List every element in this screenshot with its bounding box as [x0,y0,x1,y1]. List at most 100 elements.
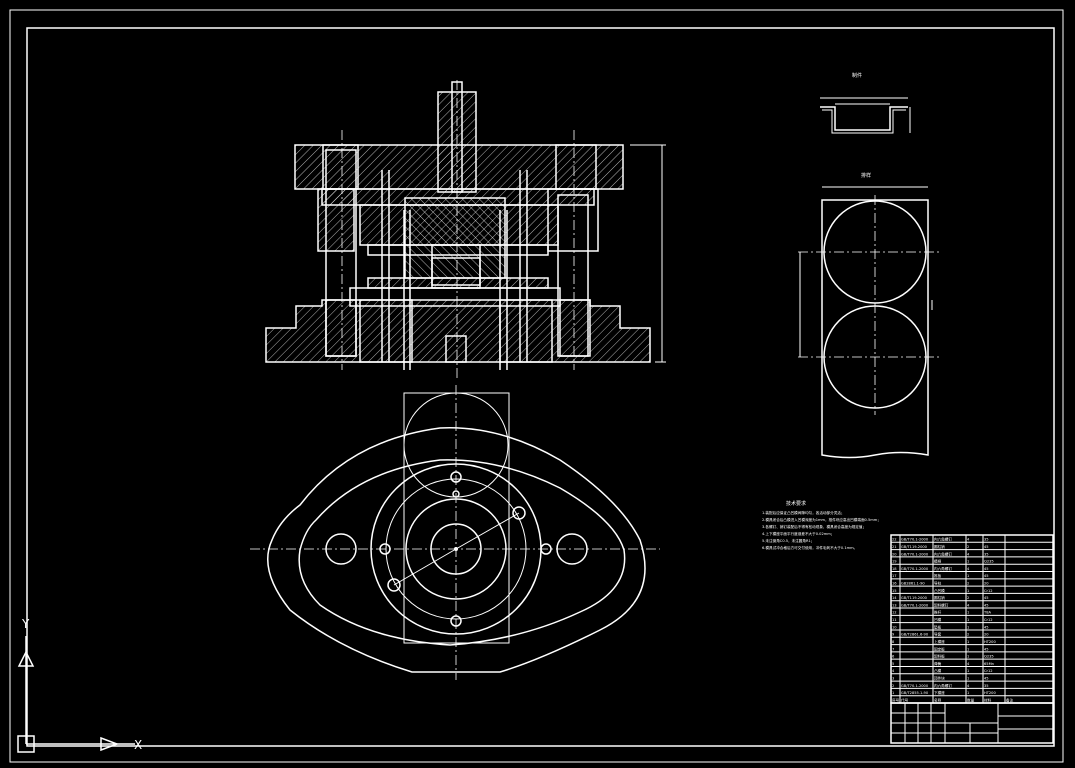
bom-cell: 22 [892,538,897,542]
bom-cell: 4 [967,538,970,542]
top-plan-view[interactable] [250,385,660,680]
bom-cell: 4 [967,603,970,607]
bom-cell: 1 [967,669,969,673]
bom-cell: 凸凹模 [934,588,945,593]
bom-cell: 20 [984,582,989,586]
front-section-view[interactable] [265,80,666,380]
bom-cell: 1 [967,676,969,680]
bom-cell: 15 [892,589,897,593]
bom-cell: 模柄 [934,559,942,564]
part-drawing[interactable]: 制件 [820,72,911,134]
bom-cell: 1 [967,560,969,564]
bom-cell: 7 [892,647,894,651]
strip-layout[interactable]: 排样 [798,172,940,459]
bom-cell: 2 [967,633,969,637]
bom-cell: 35 [984,538,989,542]
bom-cell: 内六角螺钉 [934,551,952,556]
bom-cell: GB/T119-2000 [901,596,928,600]
bom-header-cell: 代号 [901,697,909,702]
bom-cell: 17 [892,574,897,578]
bom-cell: 导柱 [934,581,942,586]
bom-cell: 导套 [934,632,942,637]
bom-cell: GB/T70.1-2000 [901,603,929,607]
bom-cell: 35 [984,684,989,688]
bom-cell: 1 [967,647,969,651]
sheet-border [9,9,1064,763]
bom-cell: GB/T70.1-2000 [901,567,929,571]
bom-cell: 2 [892,684,894,688]
technical-requirements: 技术要求 1.装配后应保证凸凹模间隙均匀，各活动部分灵活； 2.模具闭合后凸模进… [762,500,881,550]
bom-cell: GB/T70.1-2000 [901,552,929,556]
title-block[interactable] [890,702,1054,744]
bom-cell: 14 [892,596,897,600]
bom-cell: 圆柱销 [934,595,945,600]
bom-cell: 4 [967,662,970,666]
bom-cell: 16 [892,582,897,586]
bom-header-cell: 名称 [934,697,942,702]
bom-cell: GB/T119-2000 [901,545,928,549]
bom-cell: 45 [984,596,989,600]
bom-cell: 弹簧 [934,661,942,666]
bom-cell: 45 [984,603,989,607]
bom-cell: T8A [983,611,991,615]
ucs-y-label: Y [21,617,30,631]
bom-cell: 内六角螺钉 [934,537,952,542]
bom-cell: 35 [984,552,989,556]
tech-req-line-5: 5.未注倒角C0.5，未注圆角R1； [762,538,814,543]
bom-cell: 凸模 [934,668,942,673]
bom-cell: GB2861.1-90 [901,582,925,586]
bom-cell: 5 [892,662,894,666]
bom-cell: GB/T70.1-2000 [901,684,929,688]
bom-cell: 13 [892,603,897,607]
bom-cell: 45 [984,545,989,549]
bom-cell: Cr12 [984,669,993,673]
bom-cell: Q235 [984,560,994,564]
bom-cell: Cr12 [984,618,993,622]
bom-cell: 10 [892,625,897,629]
bom-cell: 45 [984,647,989,651]
bom-cell: 推板 [934,573,942,578]
bom-cell: Q235 [984,655,994,659]
bom-cell: 21 [892,545,897,549]
bom-cell: 12 [892,611,897,615]
bom-cell: 1 [967,691,969,695]
bom-cell: 1 [967,574,969,578]
bom-cell: 内六角螺钉 [934,566,952,571]
bom-cell: 19 [892,560,897,564]
bom-cell: 4 [967,552,970,556]
bom-cell: Cr12 [984,589,993,593]
bom-cell: 圆柱销 [934,544,945,549]
bom-cell: 1 [967,655,969,659]
ucs-x-label: X [134,738,142,752]
tech-req-line-6: 6.模具试冲合格后方可交付使用，冲件毛刺不大于0.1mm。 [762,545,857,550]
bom-cell: 顶件块 [934,675,945,680]
part-label: 制件 [852,72,862,79]
bom-cell: 上模座 [934,639,945,644]
bom-header-cell: 数量 [967,697,975,702]
bom-cell: 6 [892,655,895,659]
bom-cell: HT200 [984,640,996,644]
ucs-icon: Y X [17,617,142,753]
bom-cell: 4 [967,684,970,688]
bom-cell: 2 [967,582,969,586]
bom-cell: 45 [984,567,989,571]
bom-cell: GB/T70.1-2000 [901,538,929,542]
bom-cell: 卸料螺钉 [934,602,949,607]
bom-cell: 45 [984,676,989,680]
bom-header-cell: 材料 [984,697,992,702]
bom-cell: 凹模 [934,617,942,622]
bom-cell: 45 [984,574,989,578]
tech-req-title: 技术要求 [786,500,806,507]
bom-cell: 18 [892,567,897,571]
tech-req-line-1: 1.装配后应保证凸凹模间隙均匀，各活动部分灵活； [762,510,845,515]
tech-req-line-4: 4.上下模座平面平行度误差不大于0.02mm； [762,531,834,536]
bom-cell: 1 [967,618,969,622]
bom-cell: 2 [967,545,969,549]
bom-cell: 垫板 [934,624,942,629]
bom-cell: GB/T2861.6-90 [901,633,929,637]
bom-cell: 1 [967,625,969,629]
tech-req-line-2: 2.模具闭合后凸模进入凹模深度为1mm，推件块应高出凹模端面0.5mm； [762,517,881,522]
bom-cell: 下模座 [934,690,945,695]
